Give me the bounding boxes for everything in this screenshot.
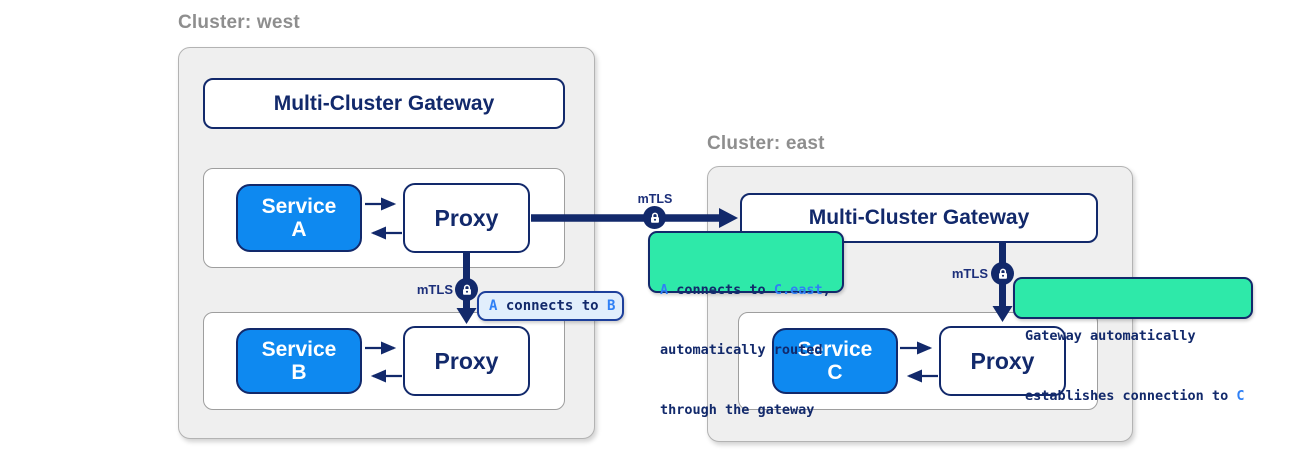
west-multi-cluster-gateway-box: Multi-Cluster Gateway: [203, 78, 565, 129]
callout-line: Gateway automatically: [1025, 328, 1196, 344]
service-a-letter: A: [291, 218, 307, 241]
service-b-letter: B: [291, 361, 307, 384]
callout-line: A connects to C.east,: [660, 282, 831, 298]
callout-line: establishes connection to C: [1025, 388, 1245, 404]
service-b-name: Service: [261, 338, 337, 361]
service-a-box: Service A: [236, 184, 362, 252]
callout-gateway-connects-to-c: Gateway automatically establishes connec…: [1013, 277, 1253, 404]
cluster-west-title: Cluster: west: [178, 12, 300, 33]
mtls-label-west-internal: mTLS: [416, 282, 453, 297]
callout-line: automatically routed: [660, 342, 823, 358]
mtls-label-east-internal: mTLS: [951, 266, 988, 281]
service-c-letter: C: [827, 361, 843, 384]
mtls-lock-icon: [991, 262, 1014, 285]
callout-line: through the gateway: [660, 402, 815, 418]
service-a-name: Service: [261, 195, 337, 218]
mtls-label-cross-cluster: mTLS: [637, 192, 673, 206]
proxy-c-box: Proxy: [939, 326, 1066, 396]
cluster-east-title: Cluster: east: [707, 133, 825, 154]
service-b-box: Service B: [236, 328, 362, 394]
callout-a-connects-to-b: A connects to B: [477, 291, 624, 321]
service-c-box: Service C: [772, 328, 898, 394]
proxy-a-box: Proxy: [403, 183, 530, 253]
callout-a-connects-to-c-east: A connects to C.east, automatically rout…: [648, 231, 844, 418]
mtls-lock-icon: [643, 206, 666, 229]
callout-text: A: [489, 298, 498, 314]
service-c-name: Service: [797, 338, 873, 361]
proxy-b-box: Proxy: [403, 326, 530, 396]
mtls-lock-icon: [455, 278, 478, 301]
